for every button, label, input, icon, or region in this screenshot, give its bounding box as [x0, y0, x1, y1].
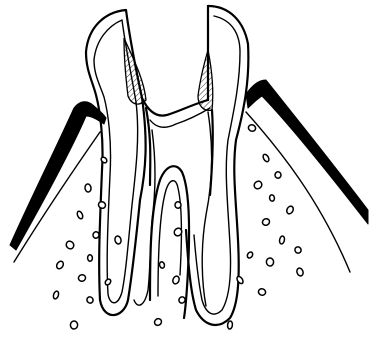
bone-granule — [153, 317, 162, 326]
bone-granule — [97, 200, 106, 209]
bone-granule — [247, 124, 256, 133]
bone-granules — [52, 124, 304, 330]
bone-granule — [55, 260, 64, 270]
bone-granule — [87, 255, 92, 262]
bone-granule — [269, 194, 275, 201]
bone-granule — [76, 210, 84, 219]
bone-granule — [296, 267, 304, 277]
bone-granule — [266, 258, 274, 266]
bone-granule — [65, 240, 76, 251]
tooth-right-dentin — [194, 16, 240, 314]
bone-granule — [172, 275, 181, 285]
bone-granule — [246, 251, 254, 259]
bone-granule — [262, 153, 270, 162]
bone-granule — [275, 171, 282, 178]
bone-granule — [294, 246, 303, 255]
bone-granule — [86, 296, 95, 305]
right-gingiva — [246, 80, 368, 224]
furcation-arch — [150, 166, 189, 318]
bone-granule — [114, 235, 122, 244]
left-deposit — [124, 38, 146, 104]
bone-granule — [175, 202, 181, 209]
bone-granule — [52, 290, 59, 299]
bone-granule — [253, 180, 264, 191]
bone-granule — [261, 218, 270, 227]
root-canal-right — [202, 112, 211, 306]
bone-granule — [227, 321, 233, 329]
bone-granule — [78, 274, 87, 282]
right-deposit — [198, 50, 213, 110]
bone-granule — [258, 288, 267, 296]
left-gingiva — [10, 102, 106, 250]
bone-granule — [70, 321, 77, 329]
bone-granule — [279, 236, 285, 245]
bone-granule — [92, 231, 99, 239]
bone-granule — [159, 261, 165, 268]
bone-granule — [100, 156, 108, 164]
bone-granule — [285, 205, 294, 215]
bone-granule — [84, 184, 91, 193]
bone-granule — [104, 278, 112, 286]
